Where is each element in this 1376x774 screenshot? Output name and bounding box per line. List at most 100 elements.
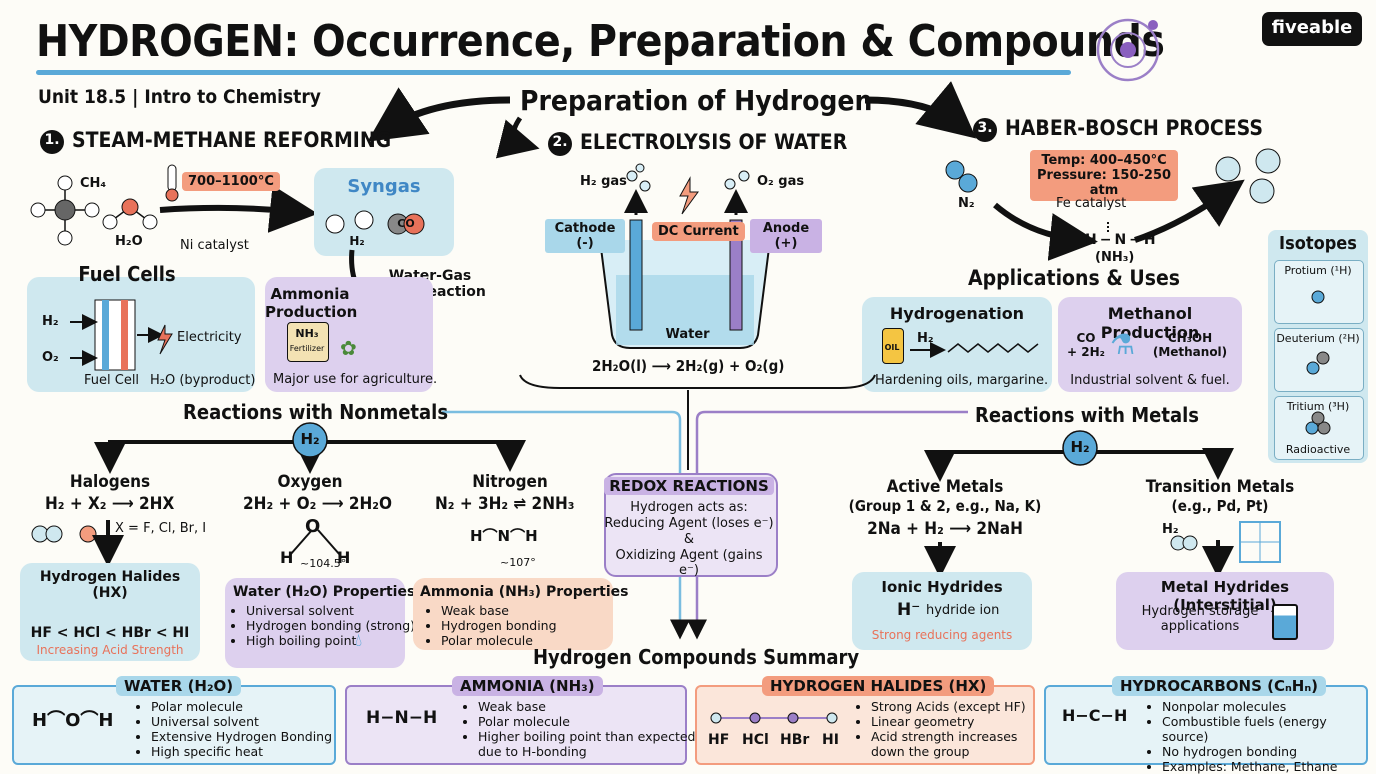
summary-water-list: Polar molecule Universal solvent Extensi…	[135, 699, 332, 759]
battery-icon	[1272, 604, 1298, 640]
oil-label: OIL	[884, 343, 900, 352]
smr-temp: 700–1100°C	[182, 172, 280, 191]
protium-label: Protium (¹H)	[1284, 264, 1352, 277]
water-h-left: H	[280, 548, 294, 567]
summary-ammonia-item: Polar molecule	[478, 714, 696, 729]
halide-label: HF	[708, 732, 730, 748]
summary-hydrocarbons-title: HYDROCARBONS (CₙHₙ)	[1112, 676, 1327, 696]
ionic-hydrides-title: Ionic Hydrides	[881, 578, 1003, 596]
smr-number-text: 1.	[44, 132, 60, 148]
summary-water-item: Extensive Hydrogen Bonding	[151, 729, 332, 744]
water-label: Water	[665, 327, 710, 342]
summary-water-molecule: H⌒O⌒H	[32, 710, 114, 731]
water-prop-item: Universal solvent	[246, 603, 415, 618]
fertilizer-bag-label: NH₃	[295, 327, 319, 340]
page-title: HYDROGEN: Occurrence, Preparation & Comp…	[36, 16, 1165, 67]
summary-hydrocarbons-item: No hydrogen bonding	[1162, 744, 1376, 759]
methanol-output: CH₃OH (Methanol)	[1152, 331, 1228, 359]
ni-catalyst: Ni catalyst	[180, 238, 249, 253]
summary-hydrocarbons-item: Examples: Methane, Ethane	[1162, 759, 1376, 774]
summary-hydrocarbons-box	[1044, 685, 1368, 765]
summary-hydrocarbons-item: Combustible fuels (energy source)	[1162, 714, 1376, 744]
water-h-right: H	[337, 548, 351, 567]
haber-title: HABER-BOSCH PROCESS	[1005, 116, 1263, 140]
summary-ammonia-item: Weak base	[478, 699, 696, 714]
fe-catalyst: Fe catalyst	[1056, 196, 1127, 211]
transition-metals-sub: (e.g., Pd, Pt)	[1171, 497, 1269, 515]
methanol-box	[1058, 297, 1242, 392]
fuel-o2: O₂	[42, 350, 59, 365]
haber-temp: Temp: 400–450°C	[1041, 153, 1167, 168]
redox-amp: &	[683, 532, 695, 547]
summary-water-item: High specific heat	[151, 744, 332, 759]
redox-line1: Hydrogen acts as:	[630, 500, 748, 515]
fuel-h2: H₂	[42, 314, 59, 329]
halogens-x: X = F, Cl, Br, I	[115, 521, 207, 536]
apps-title: Applications & Uses	[968, 266, 1181, 290]
summary-water-title: WATER (H₂O)	[116, 676, 242, 696]
summary-ammonia-molecule: H−N−H	[366, 708, 438, 728]
fertilizer-bag-icon	[287, 322, 329, 362]
water-o: O	[305, 516, 321, 537]
halides-order: HF < HCl < HBr < HI	[30, 625, 190, 641]
methanol-title: Methanol Production	[1100, 304, 1200, 342]
fuel-electricity: Electricity	[177, 330, 242, 345]
dc-current-label: DC Current	[652, 222, 745, 241]
metal-hydrides-note: Hydrogen storage applications	[1141, 604, 1259, 634]
oil-bottle-icon	[882, 328, 904, 364]
syngas-h2: H₂	[349, 234, 365, 248]
hydride-ion: H⁻	[897, 600, 921, 620]
isotopes-title: Isotopes	[1279, 233, 1357, 254]
summary-ammonia-list: Weak base Polar molecule Higher boiling …	[462, 699, 696, 759]
summary-ammonia-title: AMMONIA (NH₃)	[452, 676, 603, 696]
hydride-ion-label: hydride ion	[926, 603, 1000, 618]
summary-water-box	[12, 685, 336, 765]
water-drop-icon: 💧︎	[355, 630, 363, 651]
halides-trend: Increasing Acid Strength	[36, 643, 184, 657]
metal-hydrides-title: Metal Hydrides (Interstitial)	[1160, 578, 1290, 614]
active-metals-eq: 2Na + H₂ ⟶ 2NaH	[867, 519, 1023, 539]
water-props-list: Universal solvent Hydrogen bonding (stro…	[230, 603, 415, 648]
haber-number	[973, 118, 997, 142]
ammonia-production-title: Ammonia Production	[265, 285, 358, 321]
title-underline	[36, 70, 1071, 75]
water-angle: ~104.5°	[300, 557, 347, 570]
summary-halides-item: Linear geometry	[871, 714, 1041, 729]
halides-box	[20, 563, 200, 661]
fuel-byproduct: H₂O (byproduct)	[150, 373, 256, 388]
nh3-label: (NH₃)	[1095, 250, 1135, 265]
water-props-title: Water (H₂O) Properties	[233, 584, 416, 600]
smr-title: STEAM-METHANE REFORMING	[72, 128, 392, 152]
ammonia-props-title: Ammonia (NH₃) Properties	[420, 584, 629, 600]
nitrogen-eq: N₂ + 3H₂ ⇌ 2NH₃	[435, 494, 575, 514]
methanol-inputs: CO + 2H₂	[1067, 331, 1105, 359]
ammonia-production-caption: Major use for agriculture.	[273, 372, 438, 387]
syngas-title: Syngas	[347, 176, 421, 197]
o2-gas-label: O₂ gas	[757, 174, 805, 189]
nh3-structure: H−N−H	[1085, 232, 1159, 248]
ch4-label: CH₄	[80, 176, 107, 191]
redox-title: REDOX REACTIONS	[604, 477, 774, 495]
fertilizer-bag-sub: Fertilizer	[289, 344, 325, 353]
electrolysis-equation: 2H₂O(l) ⟶ 2H₂(g) + O₂(g)	[592, 357, 785, 375]
summary-water-item: Polar molecule	[151, 699, 332, 714]
ammonia-prop-item: Weak base	[441, 603, 557, 618]
tritium-label: Tritium (³H)	[1286, 400, 1350, 413]
summary-halides-list: Strong Acids (except HF) Linear geometry…	[855, 699, 1041, 759]
ammonia-props-list: Weak base Hydrogen bonding Polar molecul…	[425, 603, 557, 648]
cathode-label: Cathode (-)	[545, 219, 625, 253]
fuel-cell-label: Fuel Cell	[84, 373, 140, 388]
n2-label: N₂	[958, 196, 975, 211]
halide-label: HBr	[780, 732, 810, 748]
redox-line3: Oxidizing Agent (gains e⁻)	[615, 548, 763, 578]
